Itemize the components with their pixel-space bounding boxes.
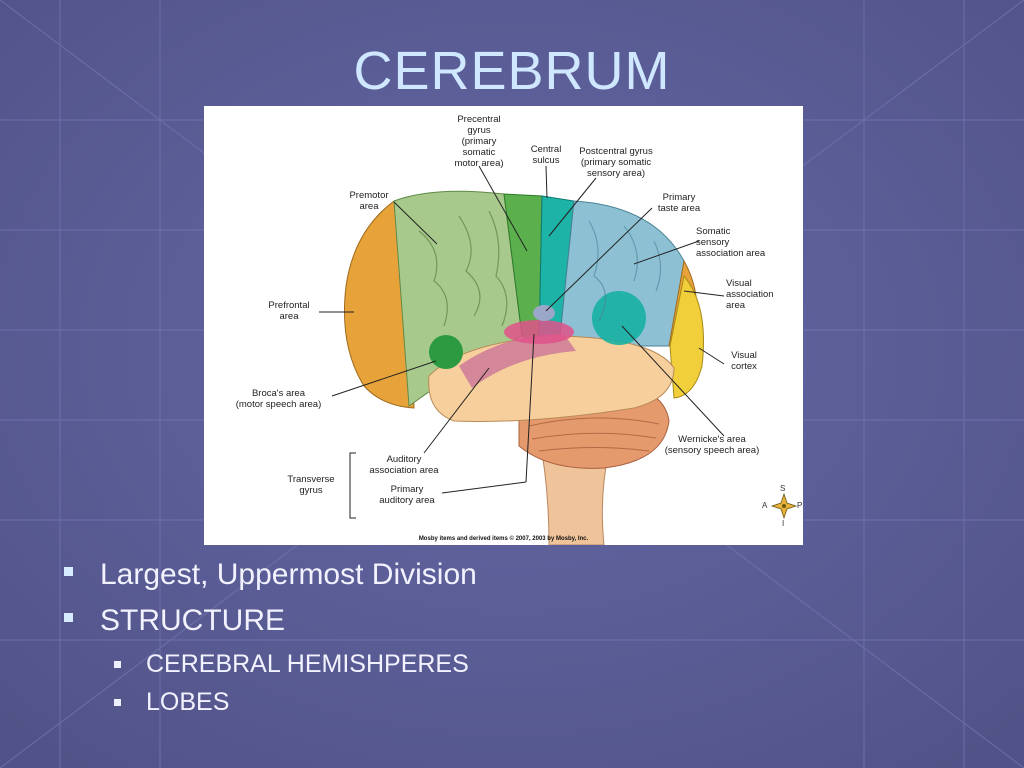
bullet-text: Largest, Uppermost Division: [100, 558, 477, 591]
label-prefrontal-area: Prefrontal area: [268, 300, 310, 322]
label-precentral-gyrus: Precentral gyrus (primary somatic motor …: [454, 114, 504, 169]
label-visual-cortex: Visual cortex: [731, 350, 757, 372]
label-primary-taste-area: Primary taste area: [657, 192, 701, 214]
sub-bullet-text: LOBES: [146, 688, 230, 716]
brain-diagram: Precentral gyrus (primary somatic motor …: [204, 106, 803, 545]
label-visual-association-area: Visual association area: [726, 278, 774, 311]
compass-anterior: A: [762, 501, 768, 510]
slide-title: CEREBRUM: [353, 41, 671, 101]
label-auditory-association-area: Auditory association area: [369, 454, 439, 476]
label-primary-auditory-area: Primary auditory area: [379, 484, 435, 506]
label-postcentral-gyrus: Postcentral gyrus (primary somatic senso…: [579, 146, 653, 179]
bullet-text: STRUCTURE: [100, 604, 285, 637]
compass-posterior: P: [797, 501, 803, 510]
sub-bullet-text: CEREBRAL HEMISHPERES: [146, 650, 469, 678]
label-brocas-area: Broca's area (motor speech area): [235, 388, 322, 410]
label-wernickes-area: Wernicke's area (sensory speech area): [664, 434, 760, 456]
square-bullet-icon: [114, 699, 121, 706]
square-bullet-icon: [64, 613, 73, 622]
compass-superior: S: [780, 484, 786, 493]
label-somatic-association-area: Somatic sensory association area: [696, 226, 766, 259]
figure-credit: Mosby items and derived items © 2007, 20…: [418, 536, 589, 542]
square-bullet-icon: [64, 567, 73, 576]
label-central-sulcus: Central sulcus: [530, 144, 562, 166]
label-transverse-gyrus: Transverse gyrus: [287, 474, 335, 496]
label-premotor-area: Premotor area: [349, 190, 389, 212]
compass-inferior: I: [782, 519, 785, 528]
brain-illustration: [319, 165, 798, 545]
square-bullet-icon: [114, 661, 121, 668]
